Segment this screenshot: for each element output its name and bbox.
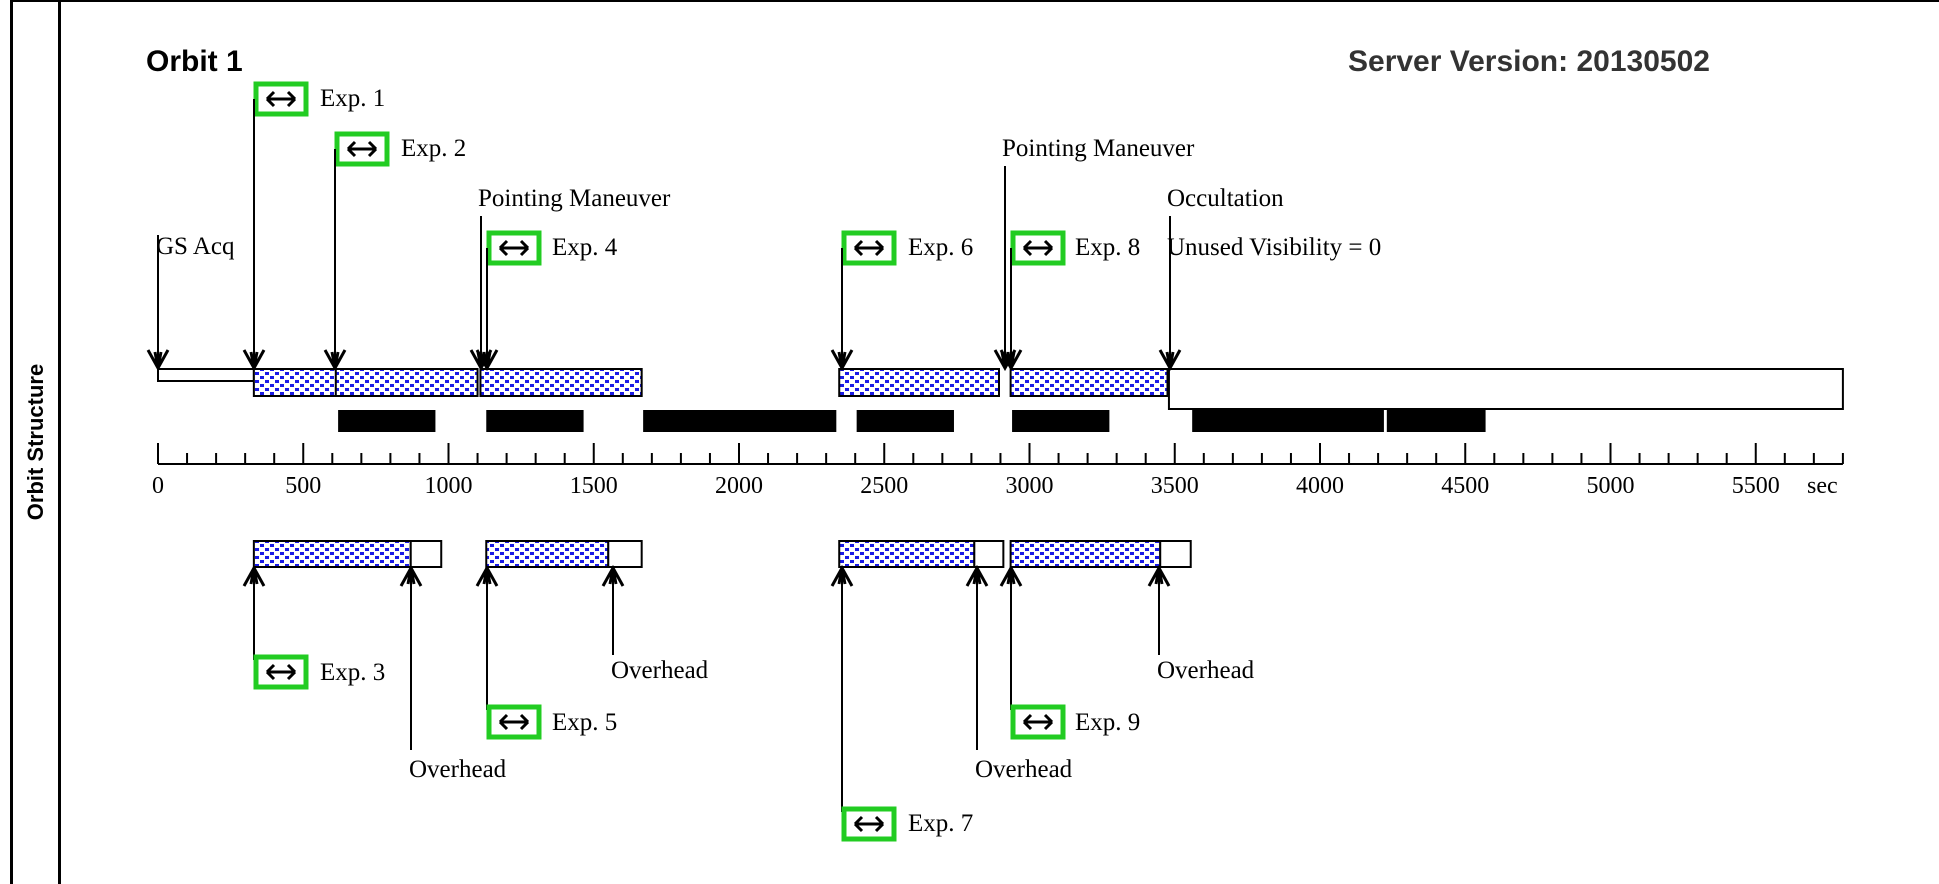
axis-tick-label: 500 (285, 473, 321, 499)
axis-tick-label: 4000 (1296, 473, 1344, 499)
down-arrowhead (146, 349, 170, 372)
overhead-label: Overhead (409, 756, 507, 783)
pointing-maneuver-2-label: Pointing Maneuver (1002, 135, 1195, 162)
double-arrow-icon (253, 654, 309, 690)
exp-1-label: Exp. 1 (320, 85, 385, 112)
occultation-bar (1167, 368, 1844, 410)
axis-tick-label: 3500 (1151, 473, 1199, 499)
exp-5-label: Exp. 5 (552, 709, 617, 736)
time-axis: 0 500 1000 1500 2000 2500 3000 3500 4000 4500 5000… (152, 443, 1844, 499)
overhead-bar (409, 540, 443, 568)
double-arrow-icon (253, 81, 309, 117)
exp-2-label: Exp. 2 (401, 135, 466, 162)
exposure-bar-top (838, 368, 1000, 397)
up-arrowhead (399, 564, 423, 587)
exp-3-label: Exp. 3 (320, 659, 385, 686)
axis-tick-label: 2500 (860, 473, 908, 499)
timeline-bars (157, 368, 1844, 568)
overhead-bar (973, 540, 1005, 568)
overhead-label: Overhead (975, 756, 1073, 783)
exp-4-label: Exp. 4 (552, 234, 618, 261)
pointing-maneuver-1-label: Pointing Maneuver (478, 185, 671, 212)
axis-tick-label: 5000 (1587, 473, 1635, 499)
axis-tick-label: 1500 (570, 473, 618, 499)
black-bar (338, 410, 436, 432)
double-arrow-icon (841, 806, 897, 842)
down-arrowhead (323, 349, 347, 372)
overhead-bar (607, 540, 643, 568)
exposure-bar-bottom (1009, 540, 1162, 568)
exposure-bar-bottom (838, 540, 976, 568)
up-arrowhead (475, 564, 499, 587)
black-bar (856, 410, 954, 432)
exposure-bar-bottom (252, 540, 412, 568)
double-arrow-icon (841, 230, 897, 266)
double-arrow-icon (1010, 230, 1066, 266)
axis-tick-label: 1000 (425, 473, 473, 499)
down-arrowhead (475, 349, 499, 372)
gs-acq-bar (157, 368, 255, 382)
black-bar (1192, 410, 1384, 432)
down-arrowhead (242, 349, 266, 372)
axis-tick-label: 3000 (1006, 473, 1054, 499)
up-arrowhead (1147, 564, 1171, 587)
down-arrowhead (999, 349, 1023, 372)
black-bar (643, 410, 837, 432)
panel-divider (58, 0, 61, 884)
exposure-bar-top (1009, 368, 1169, 397)
double-arrow-icon (486, 704, 542, 740)
occultation-label: Occultation (1167, 185, 1284, 212)
up-arrowhead (965, 564, 989, 587)
down-arrowhead (1158, 349, 1182, 372)
overhead-bar (1159, 540, 1192, 568)
exposure-bar-bottom (485, 540, 610, 568)
axis-tick-label: 4500 (1441, 473, 1489, 499)
black-bar (486, 410, 584, 432)
down-arrowhead (830, 349, 854, 372)
exp-7-label: Exp. 7 (908, 810, 973, 837)
overhead-label: Overhead (1157, 657, 1255, 684)
orbit-title: Orbit 1 (146, 45, 243, 78)
up-arrowhead (601, 564, 625, 587)
overhead-label: Overhead (611, 657, 709, 684)
up-arrowhead (830, 564, 854, 587)
gs-acq-label: GS Acq (156, 233, 235, 260)
up-arrowhead (999, 564, 1023, 587)
double-arrow-icon (334, 131, 390, 167)
black-bar (1012, 410, 1110, 432)
up-arrowhead (242, 564, 266, 587)
server-version: Server Version: 20130502 (1348, 45, 1710, 78)
axis-tick-label: 5500 (1732, 473, 1780, 499)
unused-visibility-label: Unused Visibility = 0 (1167, 234, 1381, 261)
axis-tick-label: 2000 (715, 473, 763, 499)
double-arrow-icon (486, 230, 542, 266)
double-arrow-icon (1010, 704, 1066, 740)
panel-frame-left (10, 0, 13, 884)
exp-9-label: Exp. 9 (1075, 709, 1140, 736)
black-bar (1386, 410, 1486, 432)
annotations: GS Acq Exp. 1 Exp. 2 Pointing ManeuverExp. … (146, 81, 1381, 842)
axis-unit-label: sec (1807, 473, 1838, 499)
exp-8-label: Exp. 8 (1075, 234, 1140, 261)
exp-6-label: Exp. 6 (908, 234, 973, 261)
axis-tick-label: 0 (152, 473, 164, 499)
exposure-bar-top (479, 368, 643, 397)
exposure-bar-top (252, 368, 479, 397)
panel-frame-top (10, 0, 1939, 2)
